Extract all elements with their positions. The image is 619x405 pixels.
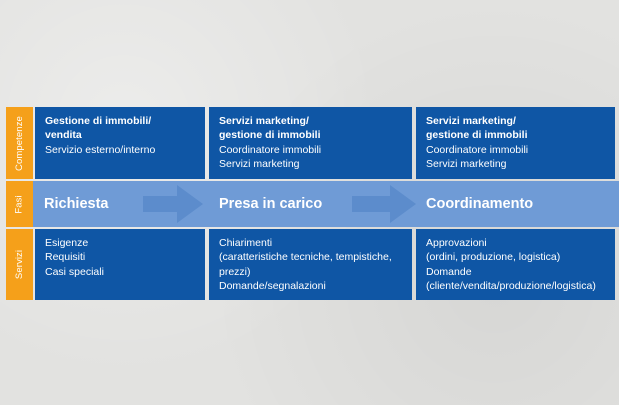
arrow-right-icon <box>143 185 203 223</box>
competenze-cell-1: Gestione di immobili/ vendita Servizio e… <box>35 107 205 179</box>
arrow-right-icon <box>352 185 416 223</box>
servizi-lines: Chiarimenti (caratteristiche tecniche, t… <box>219 237 392 292</box>
servizi-lines: Esigenze Requisiti Casi speciali <box>45 237 104 278</box>
phase-richiesta: Richiesta <box>44 196 109 212</box>
side-label-competenze: Competenze <box>6 107 33 179</box>
side-label-servizi: Servizi <box>6 229 33 300</box>
servizi-cell-1: Esigenze Requisiti Casi speciali <box>35 229 205 300</box>
side-label-fasi-text: Fasi <box>13 194 25 214</box>
servizi-cell-2: Chiarimenti (caratteristiche tecniche, t… <box>209 229 412 300</box>
competenze-lines: Coordinatore immobili Servizi marketing <box>219 143 322 170</box>
side-label-servizi-text: Servizi <box>14 249 25 280</box>
competenze-title: Servizi marketing/ gestione di immobili <box>426 115 528 142</box>
servizi-lines: Approvazioni (ordini, produzione, logist… <box>426 237 596 292</box>
competenze-title: Servizi marketing/ gestione di immobili <box>219 115 321 142</box>
side-label-fasi: Fasi <box>6 181 33 227</box>
phase-presa-in-carico: Presa in carico <box>219 196 323 212</box>
competenze-lines: Coordinatore immobili Servizi marketing <box>426 143 529 170</box>
competenze-cell-3: Servizi marketing/ gestione di immobili … <box>416 107 615 179</box>
phases-band <box>33 181 619 227</box>
side-label-competenze-text: Competenze <box>14 115 25 171</box>
competenze-cell-2: Servizi marketing/ gestione di immobili … <box>209 107 412 179</box>
phase-coordinamento: Coordinamento <box>426 196 534 212</box>
competenze-title: Gestione di immobili/ vendita <box>45 115 152 142</box>
competenze-lines: Servizio esterno/interno <box>45 143 156 156</box>
servizi-cell-3: Approvazioni (ordini, produzione, logist… <box>416 229 615 300</box>
